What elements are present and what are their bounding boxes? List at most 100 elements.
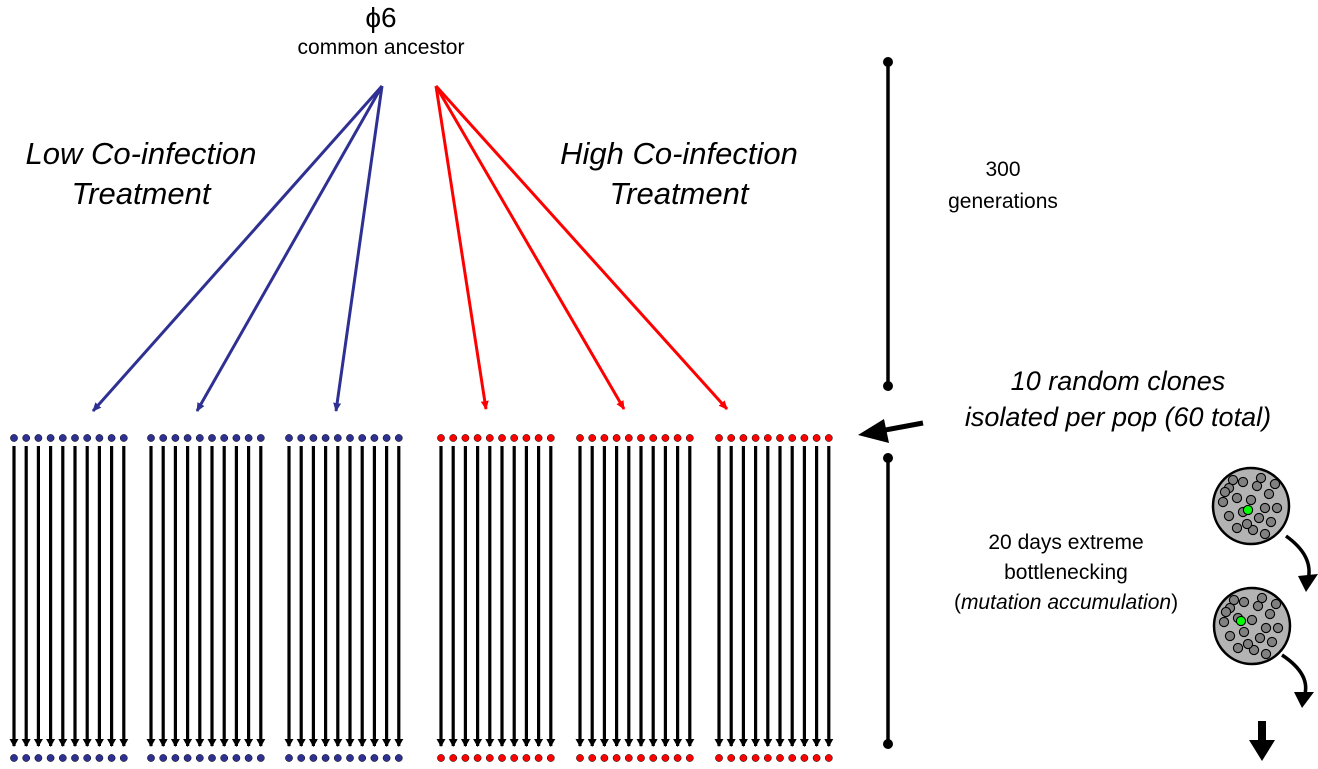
clone-dot-start bbox=[183, 434, 192, 442]
clone-dot-start bbox=[473, 434, 482, 442]
plaque bbox=[1254, 632, 1266, 644]
clone-dot-end bbox=[600, 754, 609, 762]
plaque bbox=[1271, 502, 1283, 514]
low-arrow-3 bbox=[333, 85, 384, 412]
clone-dot-end bbox=[800, 754, 809, 762]
high-arrow-3 bbox=[434, 84, 729, 411]
plaque bbox=[1251, 480, 1263, 492]
plaque bbox=[1270, 598, 1282, 610]
clone-dot-end bbox=[673, 754, 682, 762]
clone-dot-start bbox=[71, 434, 79, 442]
low-treatment-label: Low Co-infection Treatment bbox=[25, 136, 257, 211]
clone-dot-end bbox=[715, 754, 723, 762]
plaque bbox=[1231, 522, 1243, 534]
clone-dot-start bbox=[534, 434, 543, 442]
clone-dot-end bbox=[461, 754, 470, 762]
clone-dot-start bbox=[637, 434, 645, 442]
timeline-dot bbox=[883, 57, 893, 67]
timeline-dot bbox=[883, 381, 893, 391]
high-treatment-label: High Co-infection Treatment bbox=[560, 136, 798, 211]
petri-plate bbox=[1211, 466, 1291, 546]
clone-dot-end bbox=[195, 754, 204, 762]
clone-dot-start bbox=[485, 434, 494, 442]
clone-dot-start bbox=[394, 434, 403, 442]
clone-dot-start bbox=[358, 434, 367, 442]
clone-dot-end bbox=[285, 754, 293, 762]
population-4 bbox=[436, 434, 556, 762]
clone-dot-start bbox=[34, 434, 43, 442]
clone-dot-start bbox=[297, 434, 306, 442]
clone-dot-start bbox=[321, 434, 330, 442]
plaque bbox=[1227, 474, 1239, 486]
plaque bbox=[1256, 592, 1268, 604]
clone-dot-start bbox=[673, 434, 682, 442]
ancestor-name: common ancestor bbox=[297, 36, 465, 59]
plaque bbox=[1269, 478, 1281, 490]
phase2-label: 20 days extreme bottlenecking (mutation … bbox=[953, 531, 1179, 614]
clone-dot-start bbox=[449, 434, 458, 442]
population-1 bbox=[9, 434, 129, 762]
clone-dot-start bbox=[739, 434, 748, 442]
clone-dot-start bbox=[195, 434, 204, 442]
clone-dot-end bbox=[119, 754, 128, 762]
clone-dot-end bbox=[776, 754, 784, 762]
plaque bbox=[1248, 644, 1260, 656]
plaque bbox=[1228, 594, 1240, 606]
clone-dot-end bbox=[624, 754, 633, 762]
clone-dot-start bbox=[22, 434, 31, 442]
clone-dot-start bbox=[763, 434, 772, 442]
clone-dot-start bbox=[333, 434, 342, 442]
clone-dot-end bbox=[83, 754, 92, 762]
plaque bbox=[1264, 608, 1276, 620]
clone-dot-end bbox=[751, 754, 760, 762]
plaque bbox=[1255, 472, 1267, 484]
clone-dot-end bbox=[46, 754, 55, 762]
clone-dot-end bbox=[727, 754, 736, 762]
clone-dot-end bbox=[576, 754, 584, 762]
clone-dot-start bbox=[600, 434, 609, 442]
clone-dot-end bbox=[107, 754, 116, 762]
clone-dot-end bbox=[10, 754, 18, 762]
phase1-label: 300 generations bbox=[948, 158, 1058, 213]
low-treatment-arrows bbox=[91, 85, 384, 412]
plaque bbox=[1232, 642, 1244, 654]
clone-dot-start bbox=[661, 434, 670, 442]
clone-dot-start bbox=[220, 434, 229, 442]
ancestor-label: ϕ6 common ancestor bbox=[296, 4, 466, 59]
clone-dot-end bbox=[485, 754, 494, 762]
clone-dot-start bbox=[685, 434, 694, 442]
clone-dot-end bbox=[382, 754, 391, 762]
clone-dot-end bbox=[358, 754, 367, 762]
clone-dot-start bbox=[83, 434, 92, 442]
plaque bbox=[1252, 600, 1264, 612]
clone-dot-start bbox=[824, 434, 833, 442]
bottleneck-plates bbox=[1211, 466, 1292, 666]
clone-dot-end bbox=[473, 754, 482, 762]
clone-dot-start bbox=[147, 434, 155, 442]
low-arrow-2 bbox=[195, 85, 384, 412]
clone-dot-end bbox=[159, 754, 168, 762]
plaque bbox=[1218, 616, 1230, 628]
clone-dot-start bbox=[119, 434, 128, 442]
clone-dot-start bbox=[285, 434, 293, 442]
clone-dot-end bbox=[95, 754, 104, 762]
clone-dot-end bbox=[147, 754, 155, 762]
clone-dot-start bbox=[776, 434, 784, 442]
clone-dot-end bbox=[661, 754, 670, 762]
clone-dot-end bbox=[333, 754, 342, 762]
clone-dot-start bbox=[812, 434, 821, 442]
high-arrow-1 bbox=[434, 85, 489, 410]
clone-dot-start bbox=[715, 434, 723, 442]
clone-dot-end bbox=[321, 754, 330, 762]
clone-dot-start bbox=[256, 434, 265, 442]
clone-dot-end bbox=[637, 754, 645, 762]
selected-plaque bbox=[1242, 504, 1254, 516]
clone-dot-end bbox=[612, 754, 621, 762]
clone-dot-start bbox=[208, 434, 216, 442]
clone-dot-end bbox=[22, 754, 31, 762]
clone-dot-end bbox=[256, 754, 265, 762]
clone-dot-start bbox=[612, 434, 621, 442]
clone-populations bbox=[9, 434, 834, 762]
clone-dot-end bbox=[171, 754, 180, 762]
clone-dot-start bbox=[309, 434, 318, 442]
